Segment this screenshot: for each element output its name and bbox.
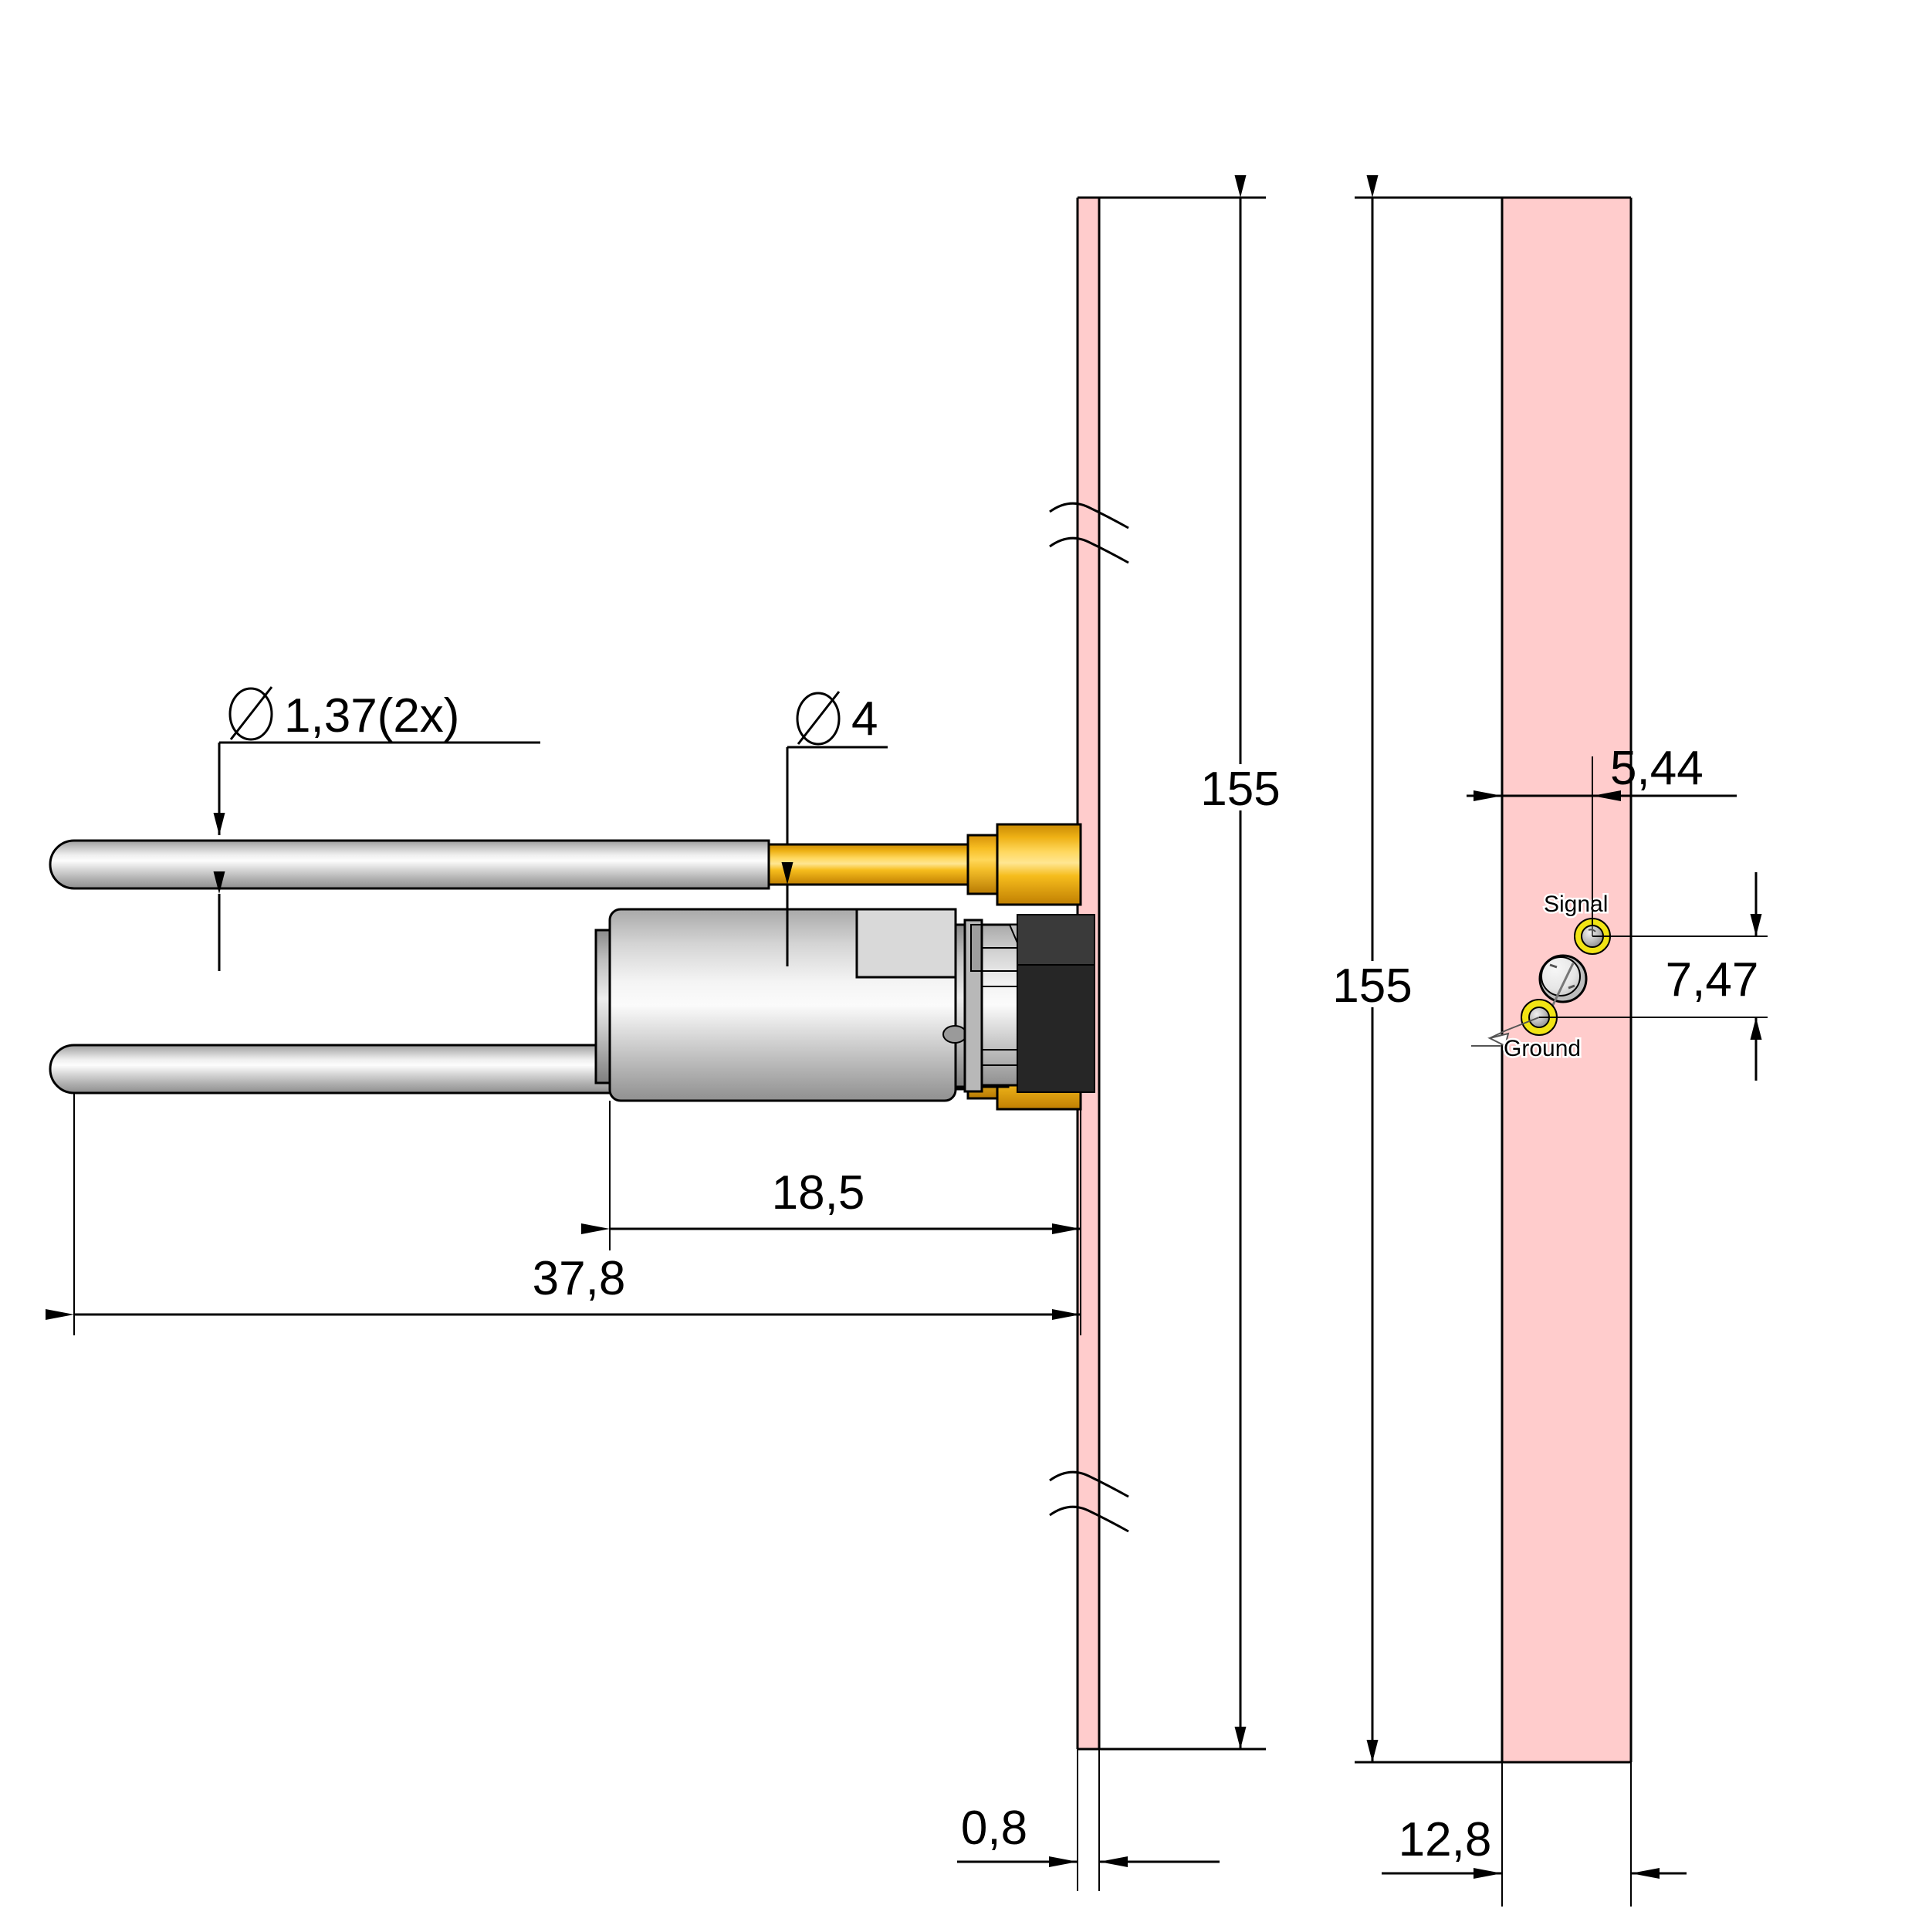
dim-5-44: 5,44 [1467, 742, 1737, 926]
signal-label-group: Signal [1542, 890, 1610, 936]
diameter-symbol-1-37-icon [228, 686, 273, 741]
break-symbol-upper [1049, 502, 1129, 564]
dim-label-155-left: 155 [1200, 763, 1280, 816]
ground-pad-label: Ground [1504, 1036, 1581, 1061]
dim-7-47: 7,47 [1539, 872, 1768, 1081]
dim-12-8: 12,8 [1382, 1762, 1687, 1907]
ground-leader-line [1548, 963, 1575, 1012]
dim-diameter-1-37: 1,37(2x) [213, 686, 540, 971]
dim-label-5-44: 5,44 [1610, 742, 1704, 795]
diameter-symbol-4-icon [796, 691, 841, 746]
ground-label-group: Ground [1471, 1017, 1583, 1064]
upper-probe-assembly [49, 823, 1082, 906]
dim-0-8: 0,8 [957, 1749, 1220, 1891]
dim-label-0-8: 0,8 [961, 1802, 1027, 1855]
dim-label-155-right: 155 [1332, 959, 1412, 1013]
connector-body-circle [1538, 954, 1588, 1003]
dim-label-4: 4 [851, 692, 878, 746]
signal-pad-label: Signal [1544, 892, 1608, 917]
coaxial-connector-body [594, 908, 1095, 1102]
dim-37-8: 37,8 [46, 1093, 1081, 1335]
dim-diameter-4: 4 [781, 691, 888, 966]
dim-label-1-37: 1,37(2x) [284, 689, 459, 743]
dim-155-left: 155 [1099, 175, 1281, 1751]
dim-155-right: 155 [1332, 175, 1502, 1764]
dim-18-5: 18,5 [581, 1101, 1081, 1250]
dim-label-7-47: 7,47 [1666, 953, 1759, 1007]
break-symbol-lower [1049, 1470, 1129, 1533]
dim-label-18-5: 18,5 [772, 1166, 865, 1220]
dim-label-37-8: 37,8 [533, 1252, 626, 1305]
dim-label-12-8: 12,8 [1399, 1813, 1492, 1866]
